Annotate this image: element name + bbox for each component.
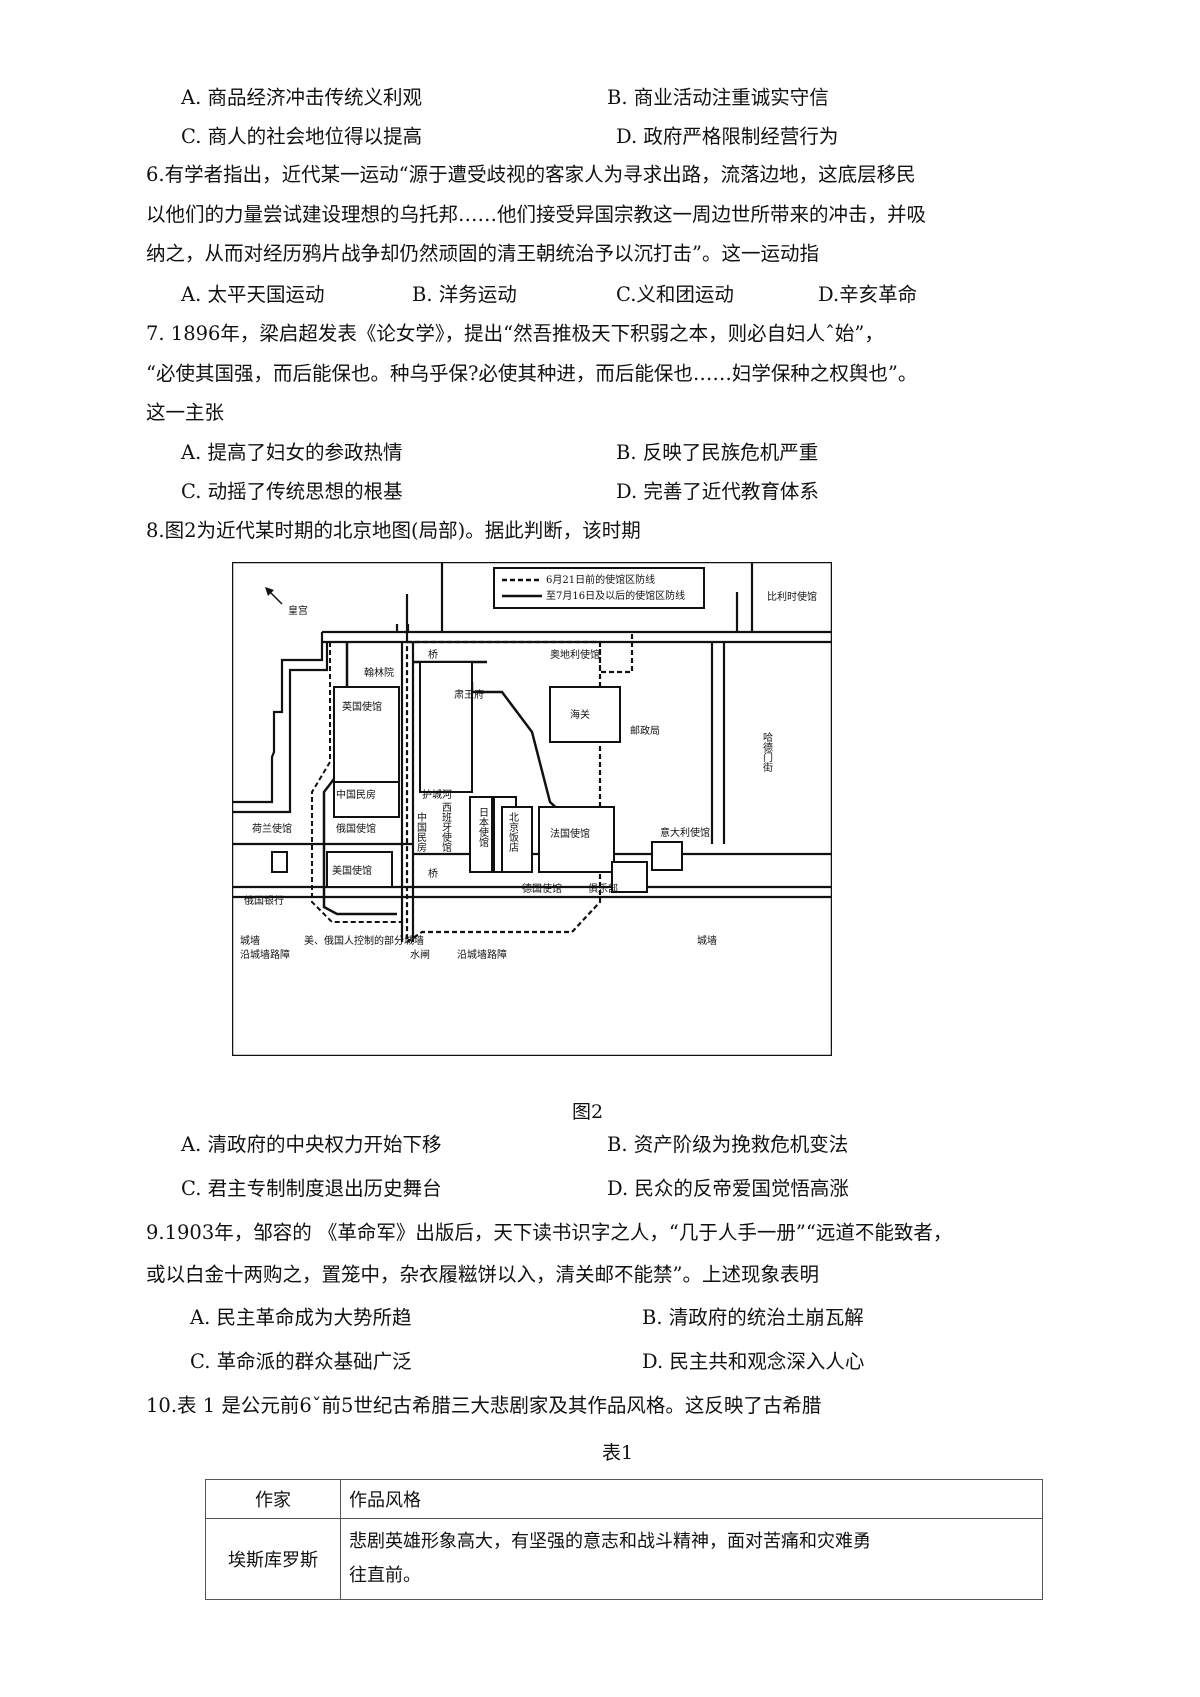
q5-option-d: D. 政府严格限制经营行为 [616,125,839,148]
figure-caption: 图2 [572,1101,604,1123]
legend-dashed-label: 6月21日前的使馆区防线 [546,573,655,586]
table-cell-style-line-1: 悲剧英雄形象高大，有坚强的意志和战斗精神，面对苦痛和灾难勇 [349,1531,871,1552]
label-sluice: 水闸 [410,948,430,961]
q10-stem: 10.表 1 是公元前6ˇ前5世纪古希腊三大悲剧家及其作品风格。这反映了古希腊 [146,1394,822,1417]
label-japan-legation: 日本使馆 [477,807,489,848]
label-bridge-top: 桥 [428,649,438,661]
label-barricade-left: 沿城墙路障 [240,948,290,961]
table-header-style: 作品风格 [340,1479,1043,1519]
q8-option-b: B. 资产阶级为挽救危机变法 [607,1133,849,1156]
beijing-legation-map: 6月21日前的使馆区防线 至7月16日及以后的使馆区防线 皇宫 比利时使馆 [232,562,832,1056]
table-cell-author: 埃斯库罗斯 [205,1518,341,1600]
table-cell-style-line-2: 往直前。 [349,1565,421,1586]
label-hanlin-academy: 翰林院 [364,666,394,679]
q8-option-d: D. 民众的反帝爱国觉悟高涨 [607,1177,849,1200]
q7-option-c: C. 动摇了传统思想的根基 [181,480,403,503]
label-us-ru-wall: 美、俄国人控制的部分城墙 [304,934,424,947]
table-row: 埃斯库罗斯 悲剧英雄形象高大，有坚强的意志和战斗精神，面对苦痛和灾难勇往直前。 [205,1518,1043,1600]
label-city-wall-left: 城墙 [240,934,260,947]
q9-option-d: D. 民主共和观念深入人心 [642,1350,865,1373]
label-spain-legation: 西班牙使馆 [440,802,452,853]
q9-stem-line-1: 9.1903年，邹容的 《革命军》出版后，天下读书识字之人，“几于人手一册”“远… [146,1221,953,1244]
q6-option-d: D.辛亥革命 [818,283,918,306]
q9-option-c: C. 革命派的群众基础广泛 [190,1350,412,1373]
label-us-legation: 美国使馆 [332,864,372,877]
label-austria-legation: 奥地利使馆 [550,648,600,661]
label-beijing-hotel: 北京饭店 [507,812,519,853]
label-bridge-bottom: 桥 [428,868,438,880]
q5-option-b: B. 商业活动注重诚实守信 [607,86,829,109]
q8-option-c: C. 君主专制制度退出历史舞台 [181,1177,442,1200]
table-header-author: 作家 [205,1479,341,1519]
q9-option-b: B. 清政府的统治土崩瓦解 [642,1306,864,1329]
arrow-icon [265,587,274,596]
q7-option-d: D. 完善了近代教育体系 [616,480,819,503]
table-cell-style: 悲剧英雄形象高大，有坚强的意志和战斗精神，面对苦痛和灾难勇往直前。 [340,1518,1043,1600]
label-chinese-houses-2: 中国民房 [415,811,427,853]
table-caption: 表1 [602,1442,634,1464]
defense-line-dashed-west [311,642,402,923]
q6-option-c: C.义和团运动 [616,283,734,306]
label-chinese-houses-1: 中国民房 [336,788,376,801]
q5-option-c: C. 商人的社会地位得以提高 [181,125,423,148]
label-russian-legation: 俄国使馆 [336,822,376,835]
q6-option-a: A. 太平天国运动 [181,283,325,306]
legend-solid-label: 至7月16日及以后的使馆区防线 [546,589,685,602]
q6-option-b: B. 洋务运动 [412,283,517,306]
q7-option-a: A. 提高了妇女的参政热情 [181,441,403,464]
table-header-row: 作家 作品风格 [205,1479,1043,1519]
label-suwangfu: 肃王府 [454,688,484,701]
tragedians-table: 作家 作品风格 埃斯库罗斯 悲剧英雄形象高大，有坚强的意志和战斗精神，面对苦痛和… [205,1479,1043,1600]
label-city-wall-right: 城墙 [697,934,717,947]
q7-stem-line-2: “必使其国强，而后能保也。种乌乎保?必使其种进，而后能保也……妇学保种之权舆也”… [146,362,918,385]
map-legend: 6月21日前的使馆区防线 至7月16日及以后的使馆区防线 [493,567,705,609]
q9-option-a: A. 民主革命成为大势所趋 [190,1306,412,1329]
label-german-legation: 德国使馆 [522,882,562,895]
label-netherlands-legation: 荷兰使馆 [252,822,292,835]
q6-stem-line-1: 6.有学者指出，近代某一运动“源于遭受歧视的客家人为寻求出路，流落边地，这底层移… [146,163,916,186]
q8-stem: 8.图2为近代某时期的北京地图(局部)。据此判断，该时期 [146,519,641,542]
label-hademen-street: 哈德门街 [761,731,773,773]
label-club: 俱乐部 [588,882,618,895]
q8-option-a: A. 清政府的中央权力开始下移 [181,1133,442,1156]
map-buildings [271,661,683,893]
q9-stem-line-2: 或以白金十两购之，置笼中，杂衣履糍饼以入，清关邮不能禁”。上述现象表明 [146,1263,819,1286]
label-france-legation: 法国使馆 [550,827,590,840]
label-post-office: 邮政局 [630,724,660,737]
label-barricade-right: 沿城墙路障 [457,948,507,961]
q7-stem-line-3: 这一主张 [146,401,225,424]
q6-stem-line-3: 纳之，从而对经历鸦片战争却仍然顽固的清王朝统治予以沉打击”。这一运动指 [146,242,819,265]
label-italy-legation: 意大利使馆 [660,826,710,839]
q6-stem-line-2: 以他们的力量尝试建设理想的乌托邦……他们接受异国宗教这一周边世所带来的冲击，并吸 [146,203,927,226]
q7-stem-line-1: 7. 1896年，梁启超发表《论女学》，提出“然吾推极天下积弱之本，则必自妇人ˆ… [146,322,884,345]
label-imperial-palace: 皇宫 [288,604,308,617]
q5-option-a: A. 商品经济冲击传统义利观 [181,86,422,109]
label-customs: 海关 [570,708,590,721]
label-british-legation: 英国使馆 [342,700,382,713]
label-russian-bank: 俄国银行 [244,894,284,907]
label-belgium-legation: 比利时使馆 [767,590,817,603]
q7-option-b: B. 反映了民族危机严重 [616,441,819,464]
label-moat: 护城河 [422,788,452,801]
